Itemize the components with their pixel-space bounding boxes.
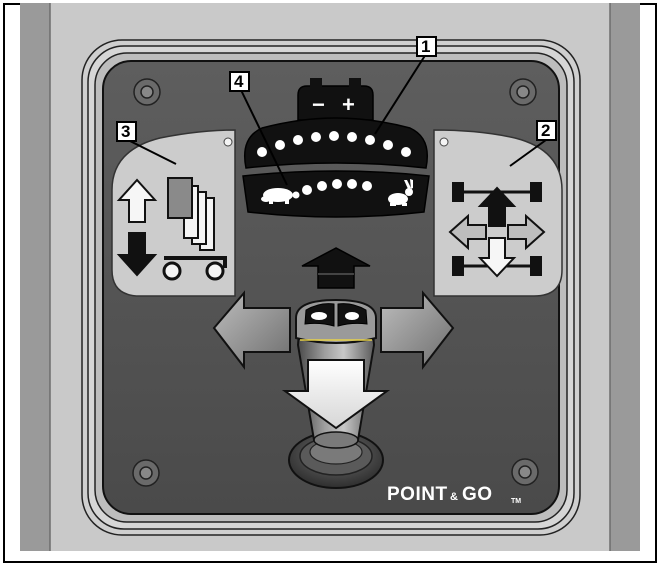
battery-led-3: [293, 135, 303, 145]
svg-text:1: 1: [421, 37, 430, 56]
battery-led-9: [401, 147, 411, 157]
screw-top-right-icon: [510, 79, 536, 105]
housing-right-rail: [610, 3, 640, 551]
callout-2: 2: [537, 121, 556, 140]
battery-minus-label: −: [312, 92, 325, 117]
battery-led-2: [275, 140, 285, 150]
battery-led-1: [257, 147, 267, 157]
battery-plus-label: +: [342, 92, 355, 117]
brand-word2: GO: [462, 484, 493, 505]
lift-mode-panel[interactable]: [112, 130, 235, 296]
speed-led-5: [362, 181, 372, 191]
selector-turtle-icon: [311, 312, 327, 320]
screw-bottom-right-icon: [512, 459, 538, 485]
battery-led-6: [347, 132, 357, 142]
svg-text:4: 4: [234, 72, 244, 91]
brand-trademark: TM: [511, 498, 521, 505]
callout-3: 3: [117, 122, 136, 141]
screw-bottom-left-icon: [133, 460, 159, 486]
selector-rabbit-icon: [345, 312, 359, 320]
callout-1: 1: [417, 37, 436, 56]
speed-led-2: [317, 181, 327, 191]
svg-text:3: 3: [121, 122, 130, 141]
brand-name: POINT: [387, 484, 448, 505]
speed-led-4: [347, 179, 357, 189]
battery-led-8: [383, 140, 393, 150]
battery-led-4: [311, 132, 321, 142]
screw-top-left-icon: [134, 79, 160, 105]
speed-led-1: [302, 185, 312, 195]
battery-led-display: [245, 118, 428, 168]
drive-mode-panel[interactable]: [434, 130, 562, 296]
speed-led-3: [332, 179, 342, 189]
svg-text:2: 2: [541, 121, 550, 140]
battery-led-5: [329, 131, 339, 141]
callout-4: 4: [230, 72, 249, 91]
brand-ampersand: &: [450, 491, 458, 503]
housing-left-rail: [20, 3, 50, 551]
joystick-speed-selector[interactable]: [296, 300, 376, 343]
battery-led-7: [365, 135, 375, 145]
